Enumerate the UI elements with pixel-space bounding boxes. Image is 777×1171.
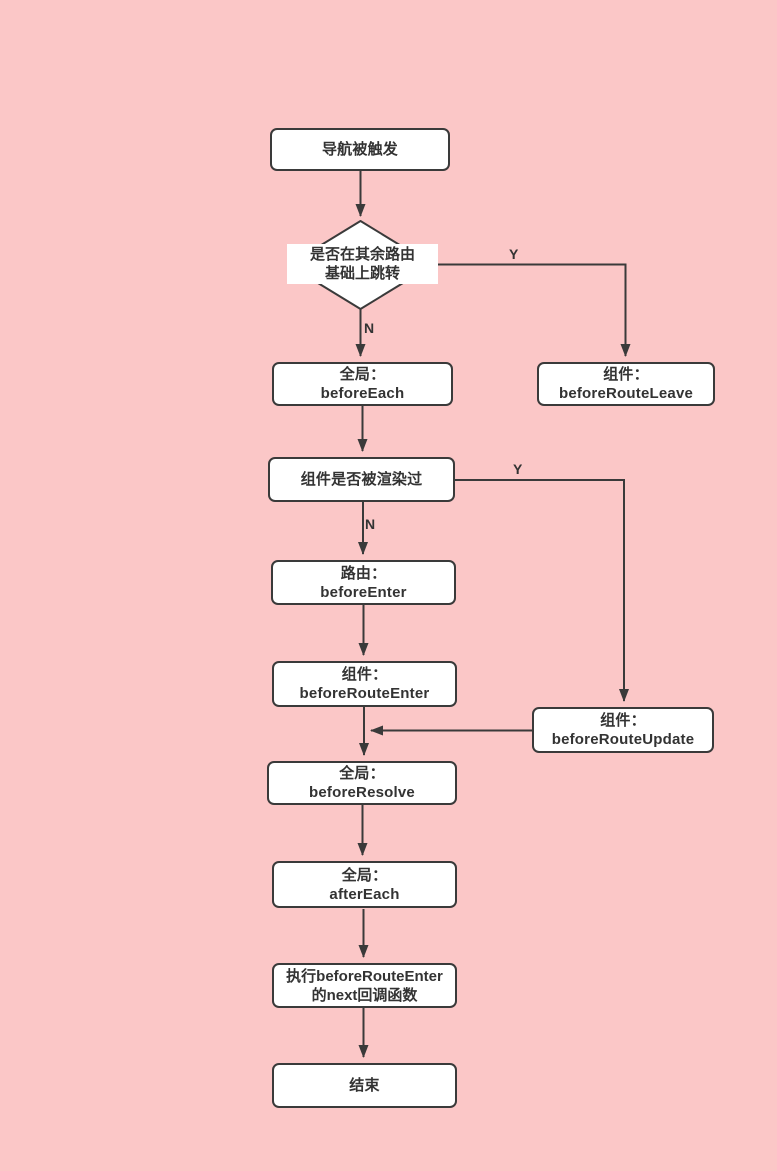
decision-new-route-line1: 是否在其余路由	[309, 246, 415, 263]
node-beforeRouteUpdate-line1: 组件：	[600, 712, 646, 729]
node-navigation-triggered: 导航被触发	[270, 128, 450, 171]
node-next-callback: 执行beforeRouteEnter 的next回调函数	[272, 963, 457, 1008]
node-beforeRouteLeave-line2: beforeRouteLeave	[558, 385, 694, 402]
node-decision-component-rendered-label: 组件是否被渲染过	[300, 471, 423, 488]
decision-new-route-line2: 基础上跳转	[324, 265, 400, 282]
node-global-beforeEach-line1: 全局：	[339, 366, 386, 383]
node-navigation-triggered-label: 导航被触发	[321, 141, 398, 158]
node-global-beforeEach: 全局： beforeEach	[272, 362, 453, 406]
node-route-beforeEnter: 路由： beforeEnter	[271, 560, 456, 605]
edge-decision-yes-to-beforeRouteLeave	[432, 263, 631, 357]
node-component-beforeRouteLeave: 组件： beforeRouteLeave	[537, 362, 715, 406]
node-end: 结束	[272, 1063, 457, 1108]
edge-label-rendered-no: N	[365, 516, 376, 532]
node-afterEach-line2: afterEach	[329, 885, 400, 903]
node-global-afterEach: 全局： afterEach	[272, 861, 457, 908]
node-beforeRouteUpdate-line2: beforeRouteUpdate	[551, 731, 695, 748]
node-afterEach-line1: 全局：	[341, 866, 388, 884]
node-beforeEnter-line2: beforeEnter	[320, 583, 407, 601]
node-beforeRouteLeave-line1: 组件：	[603, 366, 649, 383]
edge-label-decision-new-route-no: N	[364, 320, 375, 336]
node-beforeRouteEnter-line2: beforeRouteEnter	[299, 685, 430, 702]
node-next-callback-line2: 的next回调函数	[311, 986, 418, 1004]
node-global-beforeResolve: 全局： beforeResolve	[267, 761, 457, 805]
edge-rendered-yes-to-beforeRouteUpdate	[455, 479, 629, 702]
node-decision-new-route: 是否在其余路由 基础上跳转	[287, 244, 438, 284]
node-component-beforeRouteEnter: 组件： beforeRouteEnter	[272, 661, 457, 707]
node-end-label: 结束	[349, 1077, 380, 1094]
edge-label-rendered-yes: Y	[513, 461, 523, 477]
node-global-beforeEach-line2: beforeEach	[320, 385, 405, 402]
node-beforeEnter-line1: 路由：	[340, 564, 387, 582]
node-beforeResolve-line1: 全局：	[339, 765, 385, 782]
edge-label-decision-new-route-yes: Y	[509, 246, 519, 262]
node-beforeRouteEnter-line1: 组件：	[341, 666, 388, 683]
node-next-callback-line1: 执行beforeRouteEnter	[286, 967, 443, 985]
node-component-beforeRouteUpdate: 组件： beforeRouteUpdate	[532, 707, 714, 753]
node-decision-component-rendered: 组件是否被渲染过	[268, 457, 455, 502]
node-beforeResolve-line2: beforeResolve	[309, 784, 415, 801]
